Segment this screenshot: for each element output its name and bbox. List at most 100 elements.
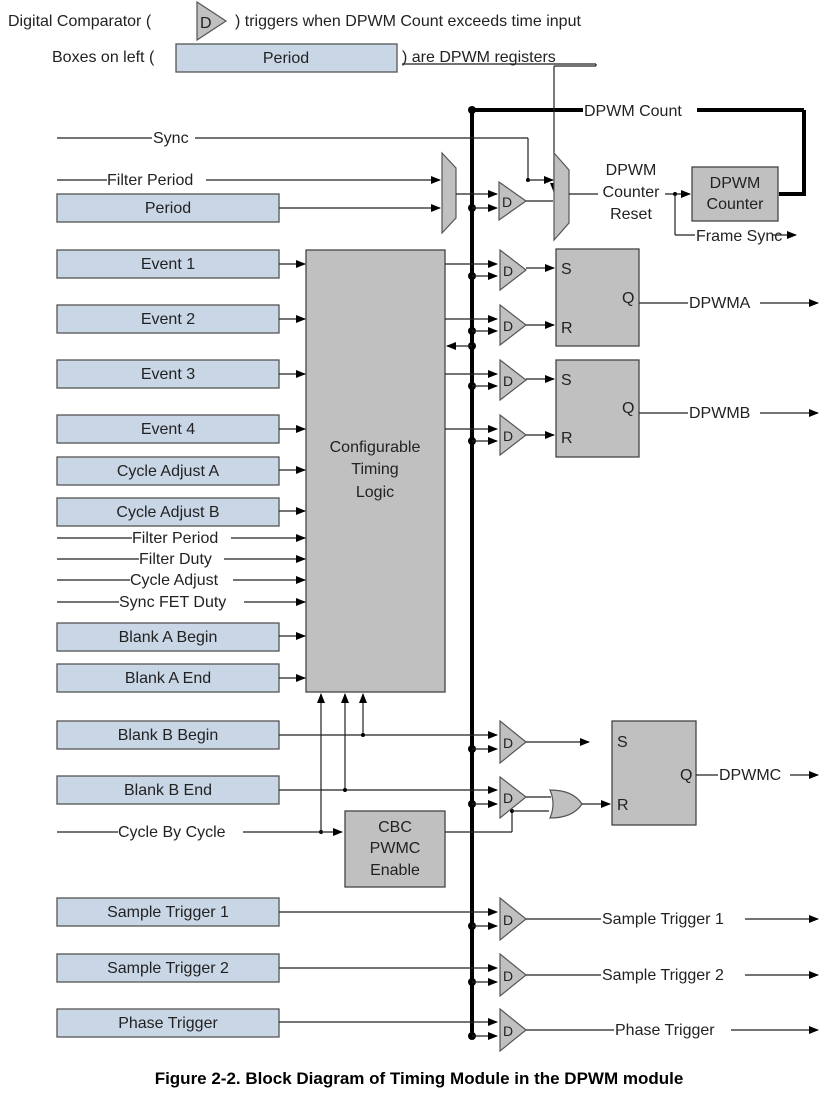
sample-trigger-2-row: Sample Trigger 2 D Sample Trigger 2 — [56, 952, 819, 998]
cbc-pwmc-enable-block: CBC PWMC Enable — [344, 810, 446, 888]
svg-text:Cycle Adjust: Cycle Adjust — [130, 572, 219, 589]
svg-text:Counter: Counter — [603, 184, 661, 201]
cycle-by-cycle-signal: Cycle By Cycle — [57, 824, 343, 841]
legend-comparator-suffix: ) triggers when DPWM Count exceeds time … — [235, 13, 581, 30]
frame-sync-label: Frame Sync — [696, 228, 782, 245]
svg-text:Sync FET Duty: Sync FET Duty — [119, 594, 226, 611]
sample-trigger-1-row: Sample Trigger 1 D Sample Trigger 1 — [56, 896, 819, 942]
svg-text:Blank A End: Blank A End — [125, 670, 211, 687]
svg-text:Cycle By Cycle: Cycle By Cycle — [118, 824, 226, 841]
dpwmc-section: D D S R Q DPWMC — [468, 719, 819, 826]
register-event-4: Event 4 — [56, 414, 306, 444]
register-event-3: Event 3 — [56, 359, 306, 389]
svg-text:Event 3: Event 3 — [141, 366, 195, 383]
svg-text:Timing: Timing — [351, 461, 398, 478]
svg-text:Filter Duty: Filter Duty — [139, 551, 212, 568]
filter-period-signal: Filter Period — [57, 530, 306, 547]
output-sample-trigger-1: Sample Trigger 1 — [602, 911, 724, 928]
period-mux — [441, 151, 457, 235]
svg-text:R: R — [561, 320, 573, 337]
legend-boxes-suffix: ) are DPWM registers — [402, 49, 556, 66]
svg-text:D: D — [503, 735, 513, 751]
latch-c — [611, 720, 697, 826]
svg-text:D: D — [503, 373, 513, 389]
svg-text:CBC: CBC — [378, 819, 412, 836]
svg-text:D: D — [503, 263, 513, 279]
svg-text:Period: Period — [263, 50, 309, 67]
dpwmb-section: D D S R Q DPWMB — [445, 358, 819, 458]
svg-text:Q: Q — [622, 290, 634, 307]
svg-text:D: D — [502, 194, 512, 210]
output-dpwmc: DPWMC — [719, 767, 781, 784]
svg-text:D: D — [503, 428, 513, 444]
svg-text:D: D — [503, 912, 513, 928]
register-cycle-adjust-a: Cycle Adjust A — [56, 456, 306, 486]
legend-boxes-prefix: Boxes on left ( — [52, 49, 155, 66]
svg-text:D: D — [503, 968, 513, 984]
svg-text:Reset: Reset — [610, 206, 652, 223]
counter-reset-label: DPWM Counter Reset — [603, 162, 661, 223]
output-phase-trigger: Phase Trigger — [615, 1022, 715, 1039]
figure-caption: Figure 2-2. Block Diagram of Timing Modu… — [155, 1069, 684, 1088]
svg-text:DPWM: DPWM — [710, 175, 761, 192]
svg-text:Filter Period: Filter Period — [132, 530, 218, 547]
svg-text:Counter: Counter — [707, 196, 765, 213]
sync-signal: Sync — [57, 130, 554, 184]
sync-fet-duty-signal: Sync FET Duty — [57, 594, 306, 611]
output-dpwmb: DPWMB — [689, 405, 750, 422]
register-period: Period — [56, 193, 441, 223]
reset-mux — [553, 151, 570, 242]
svg-text:Blank B End: Blank B End — [124, 782, 212, 799]
svg-text:S: S — [617, 734, 628, 751]
svg-text:DPWM: DPWM — [606, 162, 657, 179]
register-cycle-adjust-b: Cycle Adjust B — [56, 497, 306, 527]
svg-text:Event 4: Event 4 — [141, 421, 195, 438]
svg-text:Q: Q — [680, 767, 692, 784]
dpwm-counter-block: DPWM Counter — [691, 166, 779, 222]
latch-b — [555, 359, 640, 458]
register-blank-a-begin: Blank A Begin — [56, 622, 306, 652]
filter-period-top-signal: Filter Period — [57, 172, 441, 189]
register-blank-a-end: Blank A End — [56, 663, 306, 693]
svg-text:PWMC: PWMC — [370, 840, 421, 857]
legend-comparator-icon: D — [196, 0, 228, 42]
svg-text:S: S — [561, 261, 572, 278]
dpwm-count-bus: DPWM Count — [468, 103, 806, 1038]
svg-text:Event 2: Event 2 — [141, 311, 195, 328]
svg-text:D: D — [503, 790, 513, 806]
svg-text:Event 1: Event 1 — [141, 256, 195, 273]
svg-text:Blank B Begin: Blank B Begin — [118, 727, 219, 744]
legend-comparator-prefix: Digital Comparator ( — [8, 13, 152, 30]
cycle-adjust-signal: Cycle Adjust — [57, 572, 306, 589]
legend: Digital Comparator ( D ) triggers when D… — [8, 0, 596, 73]
svg-text:S: S — [561, 372, 572, 389]
svg-text:Filter Period: Filter Period — [107, 172, 193, 189]
latch-a — [555, 248, 640, 347]
svg-text:Logic: Logic — [356, 484, 394, 501]
svg-text:Period: Period — [145, 200, 191, 217]
svg-text:D: D — [503, 1023, 513, 1039]
svg-text:R: R — [561, 430, 573, 447]
svg-text:D: D — [200, 15, 212, 32]
output-dpwma: DPWMA — [689, 295, 751, 312]
svg-text:R: R — [617, 797, 629, 814]
comparator-period: D — [498, 180, 528, 222]
or-gate — [549, 789, 583, 819]
svg-text:Sample Trigger 2: Sample Trigger 2 — [107, 960, 229, 977]
register-blank-b-begin: Blank B Begin — [56, 720, 498, 750]
legend-register-example — [175, 43, 398, 73]
dpwma-section: D D S R Q DPWMA — [445, 248, 819, 350]
svg-text:D: D — [503, 318, 513, 334]
register-event-1: Event 1 — [56, 249, 306, 279]
phase-trigger-row: Phase Trigger D Phase Trigger — [56, 1007, 819, 1053]
svg-text:Cycle Adjust B: Cycle Adjust B — [116, 504, 219, 521]
svg-text:Enable: Enable — [370, 862, 420, 879]
register-event-2: Event 2 — [56, 304, 306, 334]
svg-text:Blank A Begin: Blank A Begin — [119, 629, 218, 646]
register-blank-b-end: Blank B End — [56, 775, 498, 805]
filter-duty-signal: Filter Duty — [57, 551, 306, 568]
output-sample-trigger-2: Sample Trigger 2 — [602, 967, 724, 984]
svg-text:Q: Q — [622, 400, 634, 417]
svg-text:Configurable: Configurable — [330, 439, 421, 456]
